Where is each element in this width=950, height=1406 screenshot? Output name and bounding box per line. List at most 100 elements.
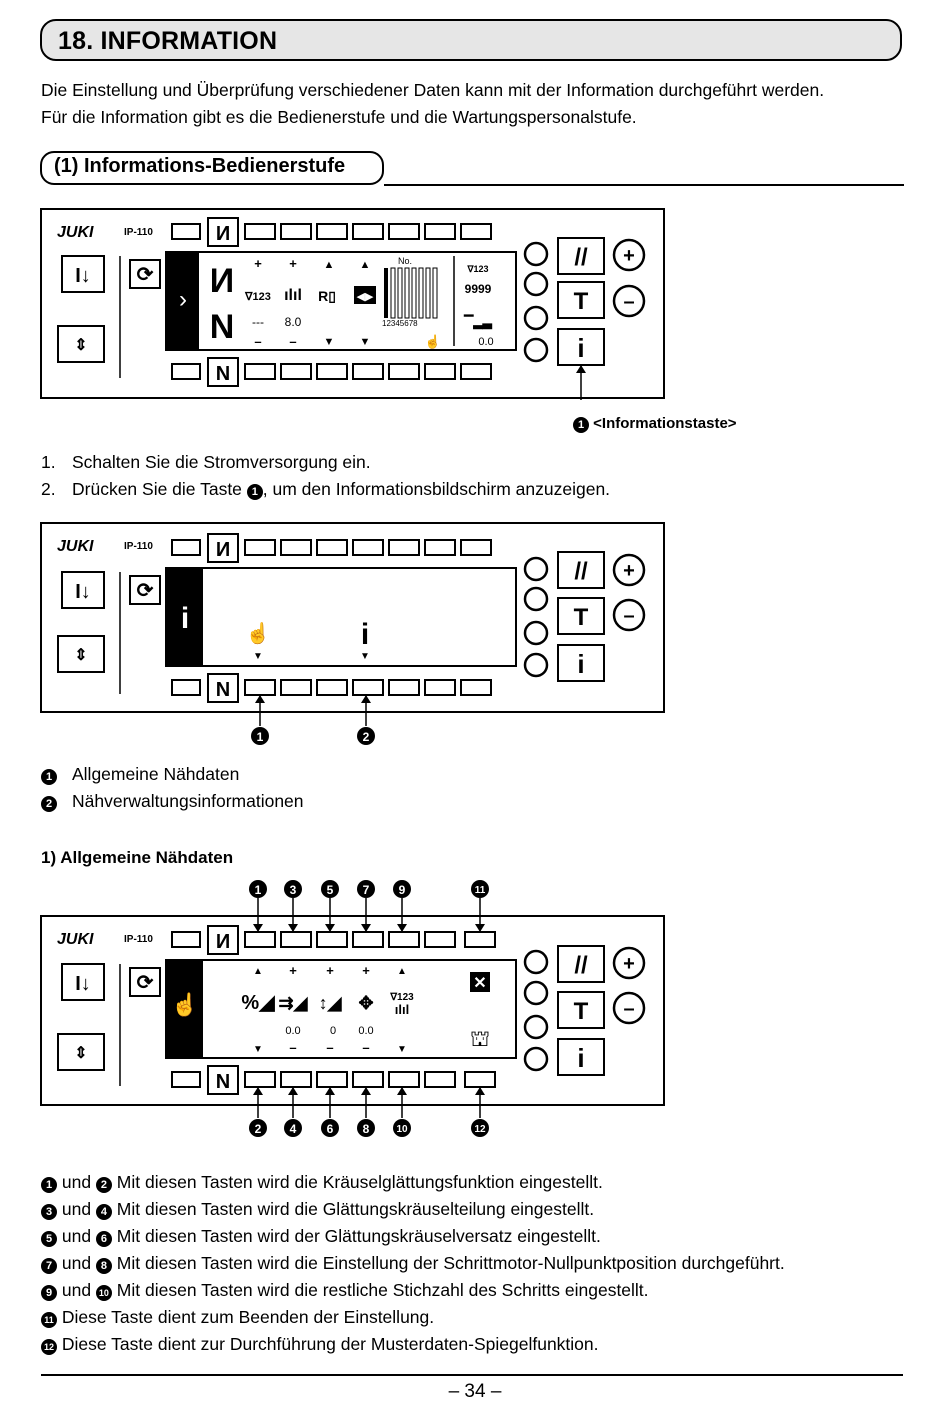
juki-logo: JUKI [57, 931, 94, 948]
n-key[interactable] [207, 1065, 239, 1095]
key-10[interactable] [388, 1071, 420, 1088]
top-key-4[interactable] [352, 223, 384, 240]
top-key-blank[interactable] [171, 539, 201, 556]
juki-logo: JUKI [57, 224, 94, 241]
plus-key[interactable] [612, 238, 646, 272]
reset-key[interactable] [129, 967, 161, 997]
bottom-key-3[interactable] [316, 363, 348, 380]
minus-key[interactable] [612, 284, 646, 318]
key-12[interactable] [464, 1071, 496, 1088]
mode-key[interactable] [557, 945, 605, 983]
ready-key[interactable] [207, 925, 239, 955]
top-key-2[interactable] [280, 539, 312, 556]
operation-panel-3: 1 3 5 7 9 11 JUKI IP-110 И N I↓ ⟳ ⇕ ☝ ▲ [40, 880, 665, 1137]
presser-key[interactable] [57, 635, 105, 673]
svg-text:11: 11 [475, 885, 486, 896]
key-1[interactable] [244, 931, 276, 948]
top-key-1[interactable] [244, 223, 276, 240]
top-key-5[interactable] [388, 539, 420, 556]
plus-key[interactable] [612, 946, 646, 980]
bottom-key-2[interactable] [280, 679, 312, 696]
bottom-key-2[interactable] [280, 363, 312, 380]
bottom-key-6[interactable] [424, 363, 456, 380]
footer-rule [41, 1374, 903, 1376]
top-key-6[interactable] [424, 539, 456, 556]
top-key-7[interactable] [460, 539, 492, 556]
key-7[interactable] [352, 931, 384, 948]
bottom-key-5[interactable] [388, 363, 420, 380]
marker-badge: 1 [573, 417, 589, 433]
top-key-3[interactable] [316, 223, 348, 240]
svg-text:–: – [623, 998, 634, 1020]
bottom-key-6[interactable] [424, 1071, 456, 1088]
top-key-3[interactable] [316, 539, 348, 556]
stitch-count-icon: ∇123 [244, 291, 271, 303]
threader-key[interactable] [61, 571, 105, 609]
svg-text:4: 4 [290, 1122, 297, 1136]
bottom-key-1[interactable] [244, 363, 276, 380]
sewing-end-icon: N [210, 308, 235, 346]
svg-text:1: 1 [255, 883, 262, 897]
bottom-key-6[interactable] [424, 679, 456, 696]
n-key[interactable] [207, 357, 239, 387]
t-key[interactable] [557, 991, 605, 1029]
sewing-management-key[interactable] [352, 679, 384, 696]
bottom-key-3[interactable] [316, 679, 348, 696]
ready-key[interactable] [207, 533, 239, 563]
information-key[interactable] [557, 1038, 605, 1076]
svg-text:i: i [577, 1043, 584, 1073]
threader-key[interactable] [61, 255, 105, 293]
trim-off-icon [523, 1046, 549, 1072]
bottom-key-7[interactable] [460, 363, 492, 380]
general-sewing-data-key[interactable] [244, 679, 276, 696]
top-key-blank[interactable] [171, 931, 201, 948]
bottom-key-5[interactable] [388, 679, 420, 696]
svg-text:–: – [623, 291, 634, 313]
minus-key[interactable] [612, 598, 646, 632]
mode-key[interactable] [557, 237, 605, 275]
top-key-6[interactable] [424, 931, 456, 948]
presser-key[interactable] [57, 325, 105, 363]
t-key[interactable] [557, 597, 605, 635]
svg-text:⟳: ⟳ [137, 972, 154, 994]
value-a: --- [252, 315, 264, 329]
info-mode-icon: i [181, 602, 189, 635]
hand-icon: ☝ [425, 333, 441, 350]
key-3[interactable] [280, 931, 312, 948]
bottom-key-4[interactable] [352, 363, 384, 380]
reset-key[interactable] [129, 575, 161, 605]
mirror-r-icon: R▯ [318, 288, 336, 304]
top-key-1[interactable] [244, 539, 276, 556]
mode-key[interactable] [557, 551, 605, 589]
step-bars [384, 267, 438, 319]
top-key-2[interactable] [280, 223, 312, 240]
key-8[interactable] [352, 1071, 384, 1088]
minus-key[interactable] [612, 991, 646, 1025]
top-key-6[interactable] [424, 223, 456, 240]
top-key-blank[interactable] [171, 223, 201, 240]
key-11[interactable] [464, 931, 496, 948]
t-key[interactable] [557, 281, 605, 319]
reset-key[interactable] [129, 259, 161, 289]
sewing-start-icon: И [210, 262, 234, 300]
bottom-key-blank[interactable] [171, 1071, 201, 1088]
key-9[interactable] [388, 931, 420, 948]
bottom-key-blank[interactable] [171, 363, 201, 380]
key-6[interactable] [316, 1071, 348, 1088]
plus-key[interactable] [612, 553, 646, 587]
bottom-key-7[interactable] [460, 679, 492, 696]
top-key-5[interactable] [388, 223, 420, 240]
information-key[interactable] [557, 644, 605, 682]
key-5[interactable] [316, 931, 348, 948]
presser-key[interactable] [57, 1033, 105, 1071]
top-key-7[interactable] [460, 223, 492, 240]
key-2[interactable] [244, 1071, 276, 1088]
n-key[interactable] [207, 673, 239, 703]
bottom-key-blank[interactable] [171, 679, 201, 696]
threader-key[interactable] [61, 963, 105, 1001]
svg-text:▼: ▼ [324, 336, 335, 348]
ready-key[interactable] [207, 217, 239, 247]
top-key-4[interactable] [352, 539, 384, 556]
reset-icon: ⟳ [137, 264, 154, 286]
key-4[interactable] [280, 1071, 312, 1088]
